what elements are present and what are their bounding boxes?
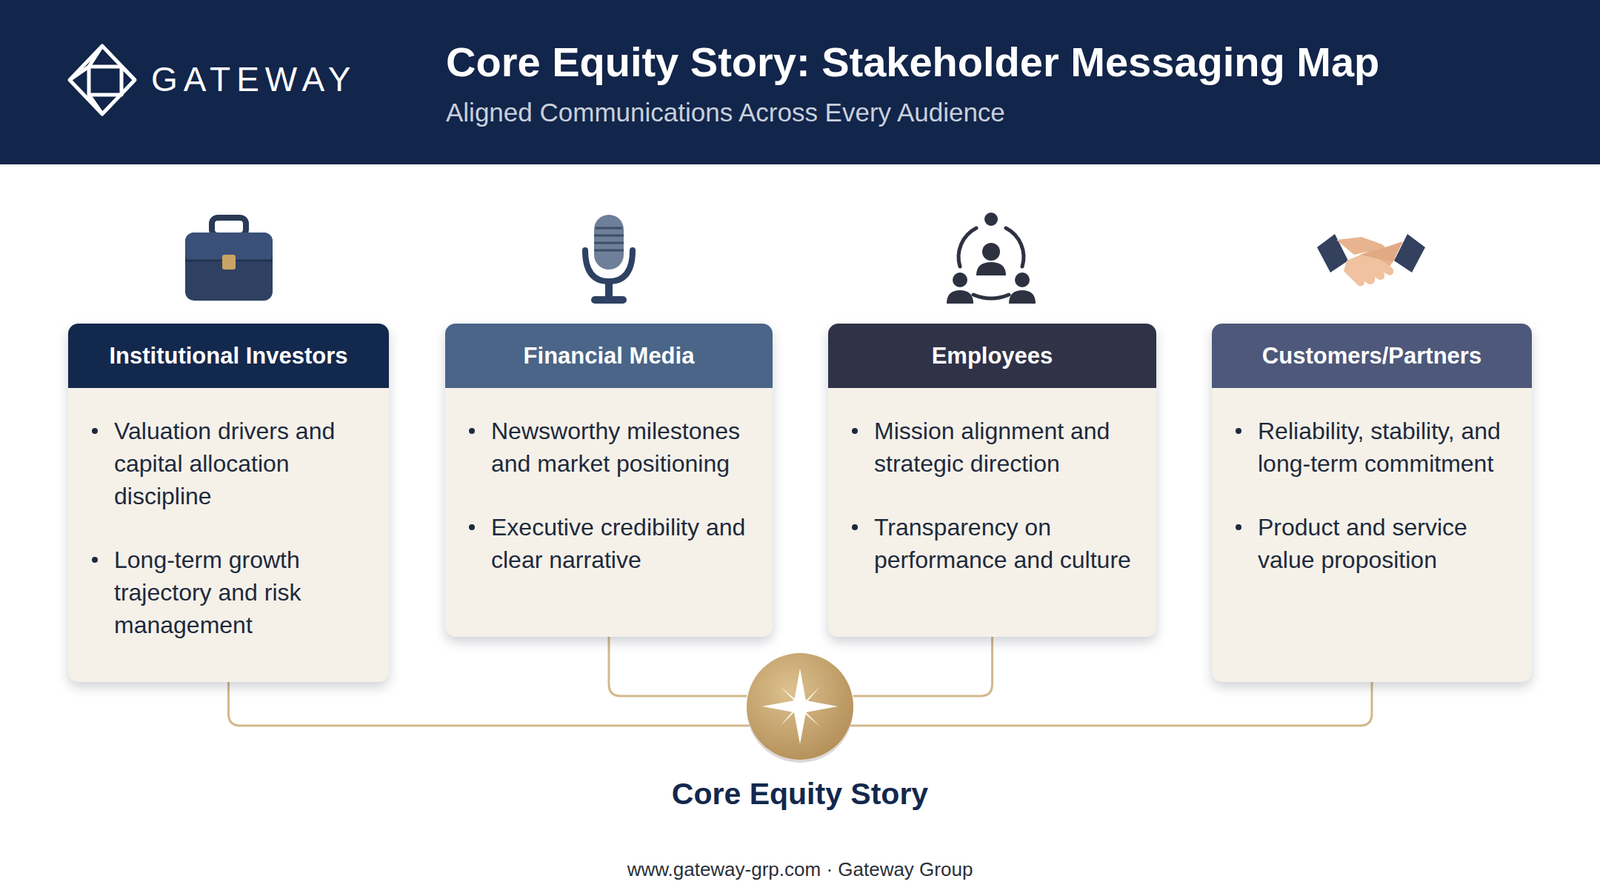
bullet-text: Reliability, stability, and long-term co… <box>1257 414 1519 480</box>
card-heading: Financial Media <box>445 323 773 389</box>
bullet-dot <box>468 524 475 531</box>
card-heading: Customers/Partners <box>1211 323 1532 389</box>
briefcase-icon <box>180 214 278 308</box>
stakeholder-card: Customers/PartnersReliability, stability… <box>1211 323 1532 683</box>
handshake-icon <box>1315 222 1427 297</box>
team-network-icon <box>943 211 1039 309</box>
bullet-dot <box>851 428 858 435</box>
bullet-dot <box>91 428 98 435</box>
card-heading: Employees <box>828 323 1157 389</box>
bullet-text: Mission alignment and strategic directio… <box>874 414 1143 480</box>
bullet-list: Newsworthy milestones and market positio… <box>445 388 773 623</box>
bullet-text: Long-term growth trajectory and risk man… <box>114 543 376 642</box>
connector-line <box>850 682 1372 726</box>
bullet-text: Executive credibility and clear narrativ… <box>491 511 760 577</box>
bullet-row: Transparency on performance and culture <box>851 511 1143 577</box>
bullet-text: Newsworthy milestones and market positio… <box>491 414 760 480</box>
footer-note: www.gateway-grp.com · Gateway Group <box>0 857 1600 882</box>
bullet-row: Product and service value proposition <box>1235 511 1519 577</box>
bullet-dot <box>851 524 858 531</box>
bullet-row: Mission alignment and strategic directio… <box>851 414 1143 480</box>
stakeholder-card: Financial MediaNewsworthy milestones and… <box>445 323 773 638</box>
bullet-dot <box>1235 428 1242 435</box>
card-heading: Institutional Investors <box>68 323 389 389</box>
hub-label: Core Equity Story <box>671 777 929 812</box>
bullet-row: Reliability, stability, and long-term co… <box>1235 414 1519 480</box>
bullet-text: Product and service value proposition <box>1257 511 1519 577</box>
bullet-row: Long-term growth trajectory and risk man… <box>91 543 376 642</box>
stakeholder-card: Institutional InvestorsValuation drivers… <box>68 323 389 683</box>
logo-mark <box>66 42 138 118</box>
connector-line <box>228 682 750 726</box>
microphone-icon <box>571 211 646 309</box>
core-hub-circle: Core Equity Story <box>745 652 855 761</box>
bullet-list: Valuation drivers and capital allocation… <box>68 388 389 688</box>
connector-line <box>608 637 747 697</box>
bullet-dot <box>1235 524 1242 531</box>
bullet-dot <box>468 428 475 435</box>
hub-star-graphic <box>745 652 855 761</box>
stakeholder-card: EmployeesMission alignment and strategic… <box>828 323 1157 638</box>
diagram-subtitle: Aligned Communications Across Every Audi… <box>445 97 1006 129</box>
bullet-row: Valuation drivers and capital allocation… <box>91 414 376 513</box>
bullet-dot <box>91 557 98 563</box>
connector-line <box>853 637 993 697</box>
bullet-text: Transparency on performance and culture <box>874 511 1143 577</box>
bullet-text: Valuation drivers and capital allocation… <box>114 414 376 513</box>
bullet-list: Reliability, stability, and long-term co… <box>1211 388 1532 623</box>
diagram-title: Core Equity Story: Stakeholder Messaging… <box>445 37 1380 88</box>
brand-name: GATEWAY <box>151 59 358 100</box>
bullet-list: Mission alignment and strategic directio… <box>828 388 1157 623</box>
bullet-row: Newsworthy milestones and market positio… <box>468 414 760 480</box>
bullet-row: Executive credibility and clear narrativ… <box>468 511 760 577</box>
